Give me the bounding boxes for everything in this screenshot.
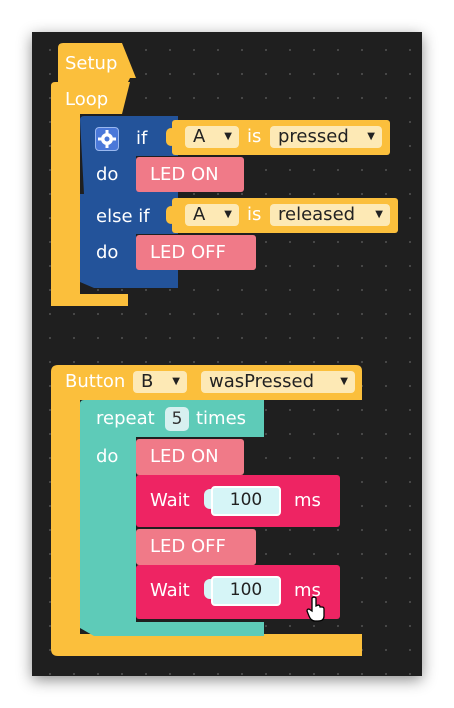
setup-label: Setup — [65, 53, 118, 74]
condition-block-2[interactable]: A▼ is released▼ — [166, 198, 398, 233]
hand-cursor-icon — [306, 596, 325, 622]
if-block-shape — [80, 116, 178, 288]
repeat-do-label: do — [96, 446, 119, 467]
button-event-block-shape — [51, 365, 362, 656]
button-event-dropdown[interactable]: B▼ — [133, 371, 187, 393]
wait-label-1: Wait — [150, 490, 190, 511]
wait-block-1[interactable]: Wait 100 ms — [136, 475, 340, 527]
led-on-label-1: LED ON — [150, 164, 219, 185]
led-on-label-2: LED ON — [150, 446, 219, 467]
loop-label: Loop — [65, 89, 109, 110]
wait-value-input-1[interactable]: 100 — [211, 486, 281, 516]
led-off-label-1: LED OFF — [150, 242, 226, 263]
state-dropdown-2[interactable]: released▼ — [270, 204, 390, 226]
wait-unit-label-2: ms — [294, 580, 321, 601]
wait-unit-label-1: ms — [294, 490, 321, 511]
wait-value-input-2[interactable]: 100 — [211, 576, 281, 606]
led-on-block-1[interactable]: LED ON — [136, 157, 244, 192]
gear-icon[interactable] — [95, 127, 119, 151]
wait-block-2[interactable]: Wait 100 ms — [136, 565, 340, 619]
times-label: times — [196, 408, 247, 429]
led-off-label-2: LED OFF — [150, 536, 226, 557]
led-off-block-2[interactable]: LED OFF — [136, 529, 256, 565]
block-shapes — [51, 43, 362, 656]
do-label-2: do — [96, 242, 119, 263]
condition-block-1[interactable]: A▼ is pressed▼ — [166, 120, 390, 155]
repeat-label: repeat — [96, 408, 155, 429]
led-on-block-2[interactable]: LED ON — [136, 439, 244, 475]
if-label: if — [136, 128, 148, 149]
button-event-label: Button — [65, 371, 126, 392]
blocks-workspace[interactable]: Setup Loop if A▼ is pressed▼ do LED ON e… — [32, 32, 422, 676]
setup-loop-block-shape — [51, 43, 136, 306]
event-type-dropdown[interactable]: wasPressed▼ — [201, 371, 355, 393]
button-dropdown-2[interactable]: A▼ — [185, 204, 239, 226]
is-label-1: is — [247, 126, 262, 147]
else-if-label: else if — [96, 206, 150, 227]
state-dropdown-1[interactable]: pressed▼ — [270, 126, 382, 148]
wait-label-2: Wait — [150, 580, 190, 601]
repeat-block-shape — [80, 400, 264, 636]
led-off-block-1[interactable]: LED OFF — [136, 235, 256, 270]
do-label-1: do — [96, 164, 119, 185]
repeat-count-input[interactable]: 5 — [165, 407, 189, 431]
button-dropdown-1[interactable]: A▼ — [185, 126, 239, 148]
is-label-2: is — [247, 204, 262, 225]
